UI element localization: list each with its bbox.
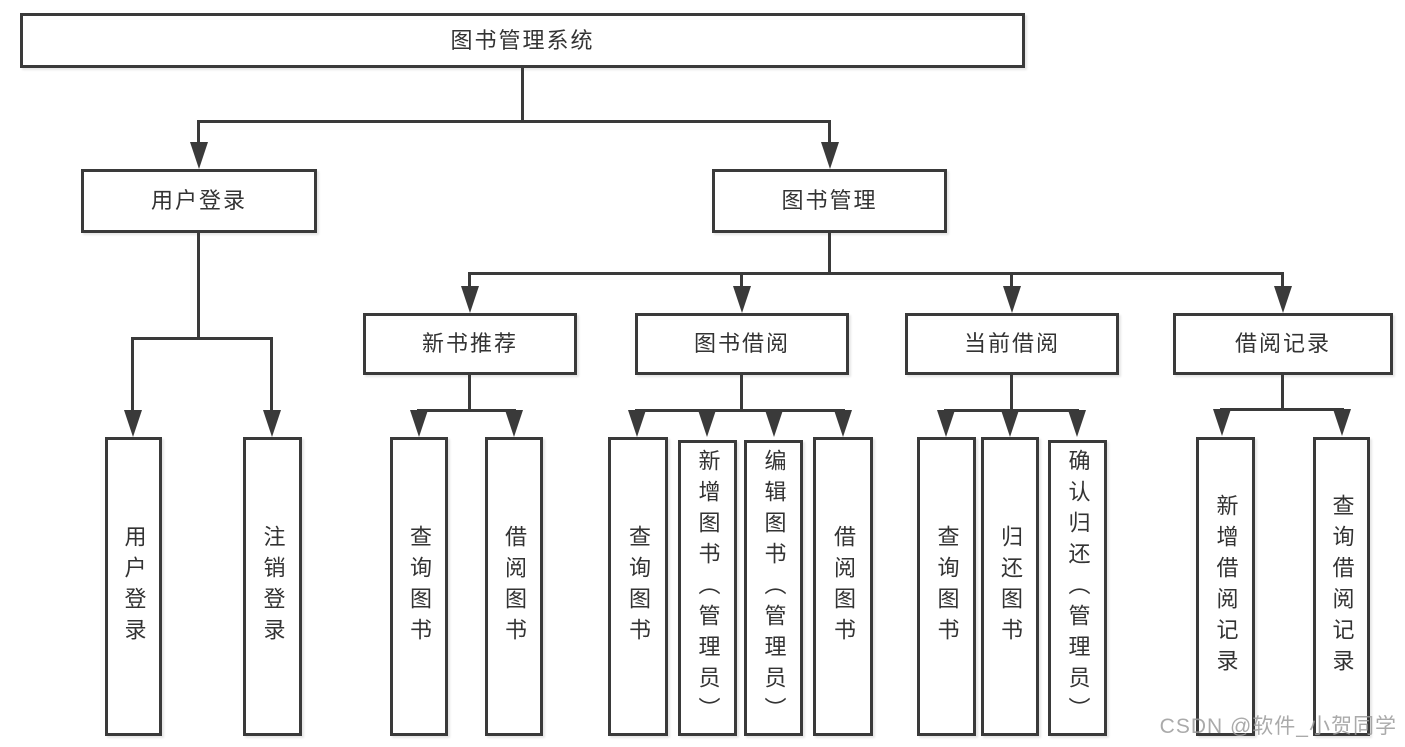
node-book-mgmt: 图书管理 [712, 169, 947, 233]
edge-bookmgmt-drop-1 [468, 272, 471, 288]
arrowhead-bookborrow-leaf-1 [628, 410, 646, 437]
leaf-add-book-admin: 新增图书（管理员） [678, 440, 737, 736]
leaf-currentborrow-query-label: 查询图书 [934, 524, 960, 649]
edge-userlogin-rail [131, 337, 273, 340]
edge-currentborrow-stem [1010, 375, 1013, 409]
node-current-borrow-label: 当前借阅 [963, 331, 1060, 356]
edge-newbooks-stem [468, 375, 471, 409]
leaf-add-borrow-record-label: 新增借阅记录 [1213, 493, 1239, 680]
arrowhead-login-leaf [124, 410, 142, 437]
leaf-user-login-label: 用户登录 [121, 524, 147, 649]
arrowhead-currentborrow-leaf-1 [937, 410, 955, 437]
arrowhead-bookborrow-leaf-2 [698, 410, 716, 437]
leaf-bookborrow-query: 查询图书 [608, 437, 668, 736]
leaf-newbooks-query-label: 查询图书 [407, 524, 432, 649]
leaf-logout: 注销登录 [243, 437, 302, 736]
edge-bookborrow-rail [635, 409, 845, 412]
edge-root-stem [521, 68, 524, 120]
edge-bookmgmt-stem [828, 233, 831, 272]
leaf-bookborrow-borrow-label: 借阅图书 [831, 524, 856, 649]
leaf-newbooks-query: 查询图书 [390, 437, 448, 736]
edge-newbooks-rail [417, 409, 516, 412]
leaf-confirm-return-admin-label: 确认归还（管理员） [1065, 448, 1091, 728]
edge-borrowrecords-rail [1220, 408, 1344, 411]
leaf-add-book-admin-label: 新增图书（管理员） [695, 448, 721, 728]
leaf-newbooks-borrow: 借阅图书 [485, 437, 543, 736]
arrowhead-newbooks-leaf-2 [505, 410, 523, 437]
node-new-books-label: 新书推荐 [421, 331, 518, 356]
edge-bookmgmt-drop-3 [1010, 272, 1013, 288]
edge-userlogin-drop-left [131, 337, 134, 412]
leaf-edit-book-admin: 编辑图书（管理员） [744, 440, 803, 736]
leaf-bookborrow-borrow: 借阅图书 [813, 437, 873, 736]
edge-userlogin-drop-right [270, 337, 273, 412]
arrowhead-bookborrow-leaf-3 [765, 410, 783, 437]
leaf-bookborrow-query-label: 查询图书 [626, 524, 651, 649]
edge-borrowrecords-stem [1281, 374, 1284, 408]
edge-bookmgmt-drop-4 [1281, 272, 1284, 288]
node-book-mgmt-label: 图书管理 [781, 188, 878, 213]
edge-userlogin-stem [197, 233, 200, 337]
arrowhead-book-borrow [733, 286, 751, 313]
edge-bookmgmt-rail [468, 272, 1284, 275]
node-borrow-records-label: 借阅记录 [1234, 331, 1331, 356]
leaf-query-borrow-record-label: 查询借阅记录 [1329, 493, 1355, 680]
node-new-books: 新书推荐 [363, 313, 577, 375]
arrowhead-currentborrow-leaf-3 [1068, 410, 1086, 437]
leaf-edit-book-admin-label: 编辑图书（管理员） [761, 448, 787, 728]
arrowhead-new-books [461, 286, 479, 313]
arrowhead-current-borrow [1003, 286, 1021, 313]
arrowhead-currentborrow-leaf-2 [1001, 410, 1019, 437]
leaf-logout-label: 注销登录 [260, 524, 286, 649]
edge-root-rail [197, 120, 831, 123]
watermark: CSDN @软件_小贺同学 [1159, 715, 1397, 738]
arrowhead-borrowrecords-leaf-1 [1213, 409, 1231, 436]
arrowhead-newbooks-leaf-1 [410, 410, 428, 437]
leaf-add-borrow-record: 新增借阅记录 [1196, 437, 1255, 736]
node-user-login-label: 用户登录 [150, 188, 247, 213]
arrowhead-user-login [190, 142, 208, 169]
arrowhead-borrow-records [1274, 286, 1292, 313]
node-book-borrow-label: 图书借阅 [693, 331, 790, 356]
node-current-borrow: 当前借阅 [905, 313, 1119, 375]
arrowhead-borrowrecords-leaf-2 [1333, 409, 1351, 436]
node-borrow-records: 借阅记录 [1173, 313, 1393, 375]
edge-bookmgmt-drop-2 [740, 272, 743, 288]
leaf-query-borrow-record: 查询借阅记录 [1313, 437, 1370, 736]
leaf-confirm-return-admin: 确认归还（管理员） [1048, 440, 1107, 736]
leaf-return-book-label: 归还图书 [998, 524, 1023, 649]
leaf-newbooks-borrow-label: 借阅图书 [502, 524, 527, 649]
leaf-currentborrow-query: 查询图书 [917, 437, 976, 736]
node-book-borrow: 图书借阅 [635, 313, 849, 375]
node-user-login: 用户登录 [81, 169, 317, 233]
node-library-system-label: 图书管理系统 [450, 27, 595, 53]
arrowhead-book-mgmt [821, 142, 839, 169]
node-library-system: 图书管理系统 [20, 13, 1025, 68]
leaf-return-book: 归还图书 [981, 437, 1039, 736]
arrowhead-bookborrow-leaf-4 [834, 410, 852, 437]
edge-root-drop-right [828, 120, 831, 144]
arrowhead-logout-leaf [263, 410, 281, 437]
edge-bookborrow-stem [740, 375, 743, 409]
leaf-user-login: 用户登录 [105, 437, 162, 736]
edge-root-drop-left [197, 120, 200, 144]
